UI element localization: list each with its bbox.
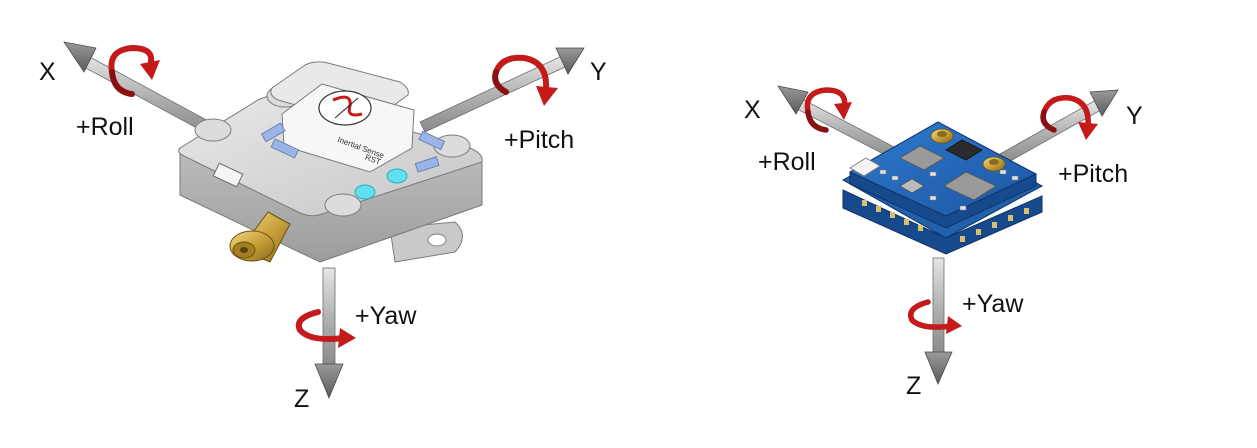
right-axis-y-label: Y xyxy=(1126,102,1143,130)
sensor-enclosure: Inertial Sense RST xyxy=(178,61,483,263)
left-yaw-label: +Yaw xyxy=(355,302,417,330)
left-axis-x-label: X xyxy=(39,58,56,86)
right-z-axis xyxy=(924,257,953,386)
logo-mark-icon xyxy=(332,95,363,117)
sma-connector xyxy=(229,211,291,263)
left-figure: Inertial Sense RST xyxy=(39,41,607,413)
left-z-axis xyxy=(314,267,344,400)
left-yaw-arrow-icon xyxy=(295,309,356,348)
logo-icon xyxy=(318,90,372,126)
sensor-pcb-module xyxy=(841,121,1044,255)
right-pitch-arrow-icon xyxy=(1040,95,1098,140)
right-yaw-arrow-icon xyxy=(908,299,962,334)
right-yaw-label: +Yaw xyxy=(962,290,1024,318)
left-axis-y-label: Y xyxy=(590,58,607,86)
ufl-connector xyxy=(930,128,954,144)
led-indicator xyxy=(354,184,376,200)
left-pitch-arrow-icon xyxy=(492,54,558,106)
left-y-axis xyxy=(419,47,585,133)
right-roll-arrow-icon xyxy=(804,87,852,133)
right-pitch-label: +Pitch xyxy=(1058,160,1128,188)
right-y-axis xyxy=(999,89,1119,165)
right-axis-z-label: Z xyxy=(906,372,921,400)
led-indicator xyxy=(386,168,408,184)
left-roll-label: +Roll xyxy=(76,113,134,141)
right-axis-x-label: X xyxy=(744,96,761,124)
jst-connector xyxy=(849,157,881,177)
usb-port xyxy=(212,162,244,188)
ufl-connector xyxy=(982,156,1006,172)
right-figure: X Y Z +Roll +Pitch +Yaw xyxy=(744,85,1143,400)
left-axis-z-label: Z xyxy=(294,385,309,413)
left-pitch-label: +Pitch xyxy=(504,126,574,154)
left-roll-arrow-icon xyxy=(108,44,160,97)
right-roll-label: +Roll xyxy=(758,148,816,176)
